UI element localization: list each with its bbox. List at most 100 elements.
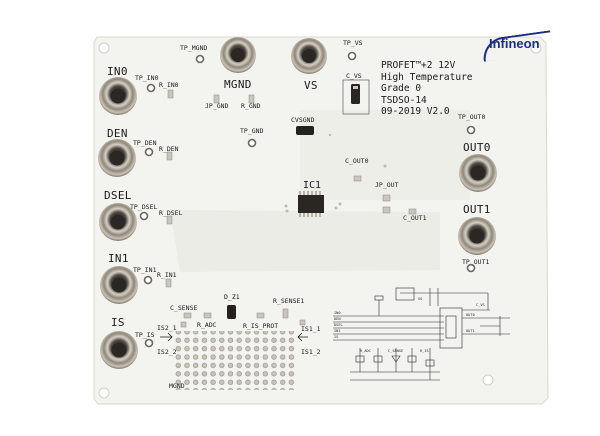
- mounting-hole-bl: [98, 387, 110, 399]
- svg-text:DEN: DEN: [334, 317, 341, 321]
- label-tp-is: TP_IS: [135, 331, 155, 339]
- label-tp-gnd: TP_GND: [240, 127, 264, 135]
- prototype-grid: [174, 331, 296, 381]
- mounting-hole-tr: [530, 42, 542, 54]
- info-line-package: TSDSO-14: [381, 94, 427, 106]
- svg-text:VS: VS: [418, 297, 422, 301]
- label-r-in1: R_IN1: [157, 271, 177, 279]
- testpoint-in0: [146, 83, 156, 93]
- chip-ic1: [298, 191, 324, 217]
- connector-out1: [458, 217, 496, 255]
- connector-in1: [100, 266, 138, 304]
- capacitor-c-out0: [353, 175, 362, 182]
- pad-is2-1: [180, 321, 187, 328]
- label-ic1: IC1: [303, 180, 322, 191]
- label-tp-dsel: TP_DSEL: [130, 203, 158, 211]
- label-is2-1: IS2_1: [157, 324, 177, 332]
- testpoint-dsel: [139, 211, 149, 221]
- testpoint-is: [144, 338, 154, 348]
- connector-is: [100, 331, 138, 369]
- capacitor-c-out1: [408, 208, 417, 215]
- label-tp-mgnd: TP_MGND: [180, 44, 208, 52]
- label-mgnd: MGND: [224, 78, 252, 91]
- label-r-adc: R_ADC: [197, 321, 217, 329]
- label-r-sense1: R_SENSE1: [273, 297, 305, 305]
- testpoint-den: [144, 147, 154, 157]
- label-r-gnd: R_GND: [241, 102, 261, 110]
- jumper-jp-out-b: [382, 206, 391, 214]
- testpoint-vs: [347, 51, 357, 61]
- label-in0: IN0: [107, 65, 128, 78]
- svg-text:IN0: IN0: [334, 311, 341, 315]
- testpoint-in1: [143, 275, 153, 285]
- board-info: PROFET™+2 12V High Temperature Grade 0 T…: [381, 60, 473, 118]
- label-tp-in1: TP_IN1: [133, 266, 157, 274]
- jumper-jp-gnd: [213, 94, 220, 104]
- svg-text:IS: IS: [334, 335, 338, 339]
- label-r-is-prot: R_IS_PROT: [243, 322, 279, 330]
- testpoint-out0: [466, 125, 476, 135]
- label-out1: OUT1: [463, 203, 491, 216]
- label-is2-2: IS2_2: [157, 348, 177, 356]
- schematic-diagram: [333, 287, 510, 381]
- label-tp-den: TP_DEN: [133, 139, 157, 147]
- label-is1-1: IS1_1: [301, 325, 321, 333]
- testpoint-gnd: [247, 138, 257, 148]
- pad-is1-1: [299, 319, 306, 326]
- infineon-logo: Infineon: [489, 36, 540, 51]
- label-c-vs: C_VS: [346, 72, 362, 80]
- testpoint-out1: [466, 263, 476, 273]
- connector-in0: [99, 77, 137, 115]
- label-c-out0: C_OUT0: [345, 157, 369, 165]
- label-c-out1: C_OUT1: [403, 214, 427, 222]
- connector-dsel: [99, 203, 137, 241]
- resistor-r-in0: [167, 89, 174, 99]
- info-line-version: 09-2019 V2.0: [381, 106, 450, 117]
- svg-text:C_SENSE: C_SENSE: [388, 349, 403, 353]
- resistor-r-den: [166, 151, 173, 161]
- label-out0: OUT0: [463, 141, 491, 154]
- label-jp-gnd: JP_GND: [205, 102, 229, 110]
- label-mgnd-bottom: MGND: [169, 382, 185, 390]
- label-vs: VS: [304, 79, 318, 92]
- diode-d-z1: [227, 305, 236, 319]
- testpoint-mgnd: [195, 54, 205, 64]
- svg-text:IN1: IN1: [334, 329, 341, 333]
- connector-vs: [291, 38, 327, 74]
- label-c-sense: C_SENSE: [170, 304, 198, 312]
- info-line-temperature: High Temperature: [381, 71, 473, 83]
- resistor-r-dsel: [166, 215, 173, 225]
- label-in1: IN1: [108, 252, 129, 265]
- label-r-den: R_DEN: [159, 145, 179, 153]
- svg-text:R_IS: R_IS: [420, 349, 429, 353]
- capacitor-c-sense: [183, 312, 192, 319]
- label-tp-vs: TP_VS: [343, 39, 363, 47]
- svg-text:OUT0: OUT0: [466, 313, 475, 317]
- connector-out0: [459, 154, 497, 192]
- label-jp-out: JP_OUT: [375, 181, 399, 189]
- capacitor-cvsgnd: [296, 126, 314, 135]
- resistor-r-is-prot: [256, 312, 265, 319]
- label-d-z1: D_Z1: [224, 293, 240, 301]
- label-dsel: DSEL: [104, 189, 132, 202]
- label-is: IS: [111, 316, 125, 329]
- connector-mgnd: [220, 37, 256, 73]
- resistor-r-gnd: [248, 94, 255, 104]
- mounting-hole-tl: [98, 42, 110, 54]
- svg-text:DSEL: DSEL: [334, 323, 343, 327]
- svg-text:OUT1: OUT1: [466, 329, 475, 333]
- resistor-r-in1: [165, 278, 172, 288]
- label-den: DEN: [107, 127, 128, 140]
- label-r-in0: R_IN0: [159, 81, 179, 89]
- label-cvsgnd: CVSGND: [291, 116, 315, 124]
- resistor-r-adc: [203, 312, 212, 319]
- info-line-grade: Grade 0: [381, 83, 422, 94]
- mounting-hole-br: [482, 374, 494, 386]
- label-tp-out0: TP_OUT0: [458, 113, 486, 121]
- resistor-r-sense1: [282, 308, 289, 319]
- label-tp-in0: TP_IN0: [135, 74, 159, 82]
- connector-den: [98, 139, 136, 177]
- info-line-product: PROFET™+2 12V: [381, 60, 456, 71]
- svg-text:C_VS: C_VS: [476, 303, 485, 307]
